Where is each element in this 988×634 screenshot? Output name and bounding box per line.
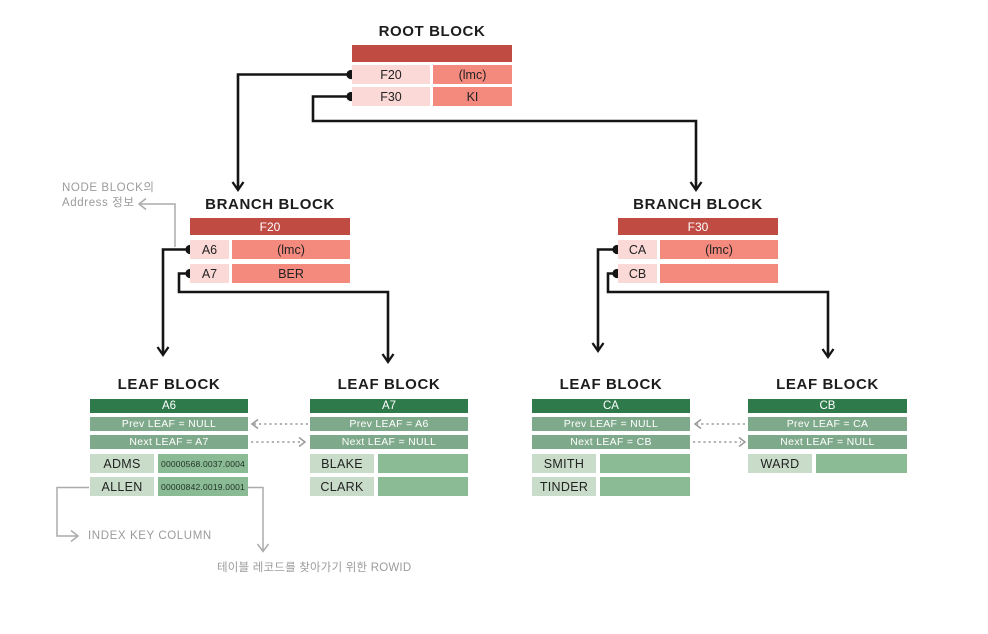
leaf-header: CA xyxy=(532,399,690,413)
index-key-cell: BLAKE xyxy=(310,454,374,473)
index-key-cell: SMITH xyxy=(532,454,596,473)
leaf-block-a6: A6 Prev LEAF = NULL Next LEAF = A7 ADMS … xyxy=(90,399,248,496)
value-cell: BER xyxy=(232,264,350,283)
arrow-down-icon xyxy=(156,346,170,358)
table-row: WARD xyxy=(748,454,907,473)
table-row: CLARK xyxy=(310,477,468,496)
key-cell: F30 xyxy=(352,87,430,106)
arrow-left-icon xyxy=(137,197,147,211)
arrow-left-icon xyxy=(693,418,702,430)
next-leaf-row: Next LEAF = CB xyxy=(532,435,690,449)
rowid-cell: 00000842.0019.0001 xyxy=(158,477,248,496)
index-key-cell: WARD xyxy=(748,454,812,473)
index-key-cell: TINDER xyxy=(532,477,596,496)
rowid-cell xyxy=(378,454,468,473)
rowid-note: 테이블 레코드를 찾아가기 위한 ROWID xyxy=(217,562,412,574)
branch-block-right-title: BRANCH BLOCK xyxy=(633,196,763,213)
table-row: SMITH xyxy=(532,454,690,473)
branch-block-right: F30 CA (lmc) CB xyxy=(618,218,778,283)
arrow-down-icon xyxy=(381,353,395,365)
node-block-note-line2: Address 정보 xyxy=(62,197,135,209)
arrow-down-icon xyxy=(689,181,703,193)
value-cell: (lmc) xyxy=(660,240,778,259)
arrow-right-icon xyxy=(70,529,80,543)
key-cell: CA xyxy=(618,240,657,259)
branch-header: F20 xyxy=(190,218,350,235)
next-leaf-row: Next LEAF = A7 xyxy=(90,435,248,449)
arrow-down-icon xyxy=(821,348,835,360)
root-to-left-branch-line xyxy=(236,73,351,189)
value-cell: (lmc) xyxy=(232,240,350,259)
table-row: ALLEN 00000842.0019.0001 xyxy=(90,477,248,496)
leaf-block-cb: CB Prev LEAF = CA Next LEAF = NULL WARD xyxy=(748,399,907,473)
prev-leaf-row: Prev LEAF = CA xyxy=(748,417,907,431)
key-cell: F20 xyxy=(352,65,430,84)
prev-leaf-row: Prev LEAF = NULL xyxy=(532,417,690,431)
branch-to-leaf-cb-line xyxy=(606,272,830,356)
branch-block-left: F20 A6 (lmc) A7 BER xyxy=(190,218,350,283)
root-to-right-branch-line xyxy=(311,95,698,189)
root-block: F20 (lmc) F30 KI xyxy=(352,45,512,106)
table-row: ADMS 00000568.0037.0004 xyxy=(90,454,248,473)
rowid-cell xyxy=(600,477,690,496)
table-row: F30 KI xyxy=(352,87,512,106)
arrow-left-icon xyxy=(250,418,259,430)
node-block-note-line1: NODE BLOCK의 xyxy=(62,182,155,194)
value-cell: (lmc) xyxy=(433,65,512,84)
branch-to-leaf-a7-line xyxy=(177,272,390,361)
prev-leaf-row: Prev LEAF = NULL xyxy=(90,417,248,431)
value-cell: KI xyxy=(433,87,512,106)
key-cell: CB xyxy=(618,264,657,283)
index-key-note: INDEX KEY COLUMN xyxy=(88,530,212,542)
leaf-header: A7 xyxy=(310,399,468,413)
key-cell: A7 xyxy=(190,264,229,283)
index-key-cell: CLARK xyxy=(310,477,374,496)
branch-to-leaf-ca-line xyxy=(596,248,617,350)
leaf-block-ca-title: LEAF BLOCK xyxy=(559,376,663,393)
rowid-cell xyxy=(816,454,907,473)
table-row: A6 (lmc) xyxy=(190,240,350,259)
prev-leaf-row: Prev LEAF = A6 xyxy=(310,417,468,431)
arrow-down-icon xyxy=(591,342,605,354)
table-row: CB xyxy=(618,264,778,283)
leaf-block-a7: A7 Prev LEAF = A6 Next LEAF = NULL BLAKE… xyxy=(310,399,468,496)
index-key-cell: ADMS xyxy=(90,454,154,473)
branch-header: F30 xyxy=(618,218,778,235)
branch-block-left-title: BRANCH BLOCK xyxy=(205,196,335,213)
key-cell: A6 xyxy=(190,240,229,259)
arrow-down-icon xyxy=(231,181,245,193)
rowid-cell xyxy=(378,477,468,496)
node-block-note: NODE BLOCK의 Address 정보 xyxy=(62,181,155,211)
rowid-cell xyxy=(600,454,690,473)
table-row: A7 BER xyxy=(190,264,350,283)
next-leaf-row: Next LEAF = NULL xyxy=(748,435,907,449)
root-header-bar xyxy=(352,45,512,62)
next-leaf-row: Next LEAF = NULL xyxy=(310,435,468,449)
rowid-cell: 00000568.0037.0004 xyxy=(158,454,248,473)
table-row: CA (lmc) xyxy=(618,240,778,259)
root-block-title: ROOT BLOCK xyxy=(378,23,486,40)
leaf-header: A6 xyxy=(90,399,248,413)
arrow-down-icon xyxy=(256,543,270,553)
index-key-cell: ALLEN xyxy=(90,477,154,496)
table-row: F20 (lmc) xyxy=(352,65,512,84)
rowid-note-line xyxy=(247,486,264,551)
leaf-block-a7-title: LEAF BLOCK xyxy=(337,376,441,393)
index-key-note-line xyxy=(56,486,89,537)
node-block-note-line xyxy=(140,203,176,247)
leaf-header: CB xyxy=(748,399,907,413)
arrow-right-icon xyxy=(738,436,747,448)
table-row: TINDER xyxy=(532,477,690,496)
branch-to-leaf-a6-line xyxy=(161,248,190,354)
leaf-block-a6-title: LEAF BLOCK xyxy=(117,376,221,393)
value-cell xyxy=(660,264,778,283)
leaf-block-cb-title: LEAF BLOCK xyxy=(776,376,879,393)
leaf-block-ca: CA Prev LEAF = NULL Next LEAF = CB SMITH… xyxy=(532,399,690,496)
arrow-right-icon xyxy=(298,436,307,448)
table-row: BLAKE xyxy=(310,454,468,473)
